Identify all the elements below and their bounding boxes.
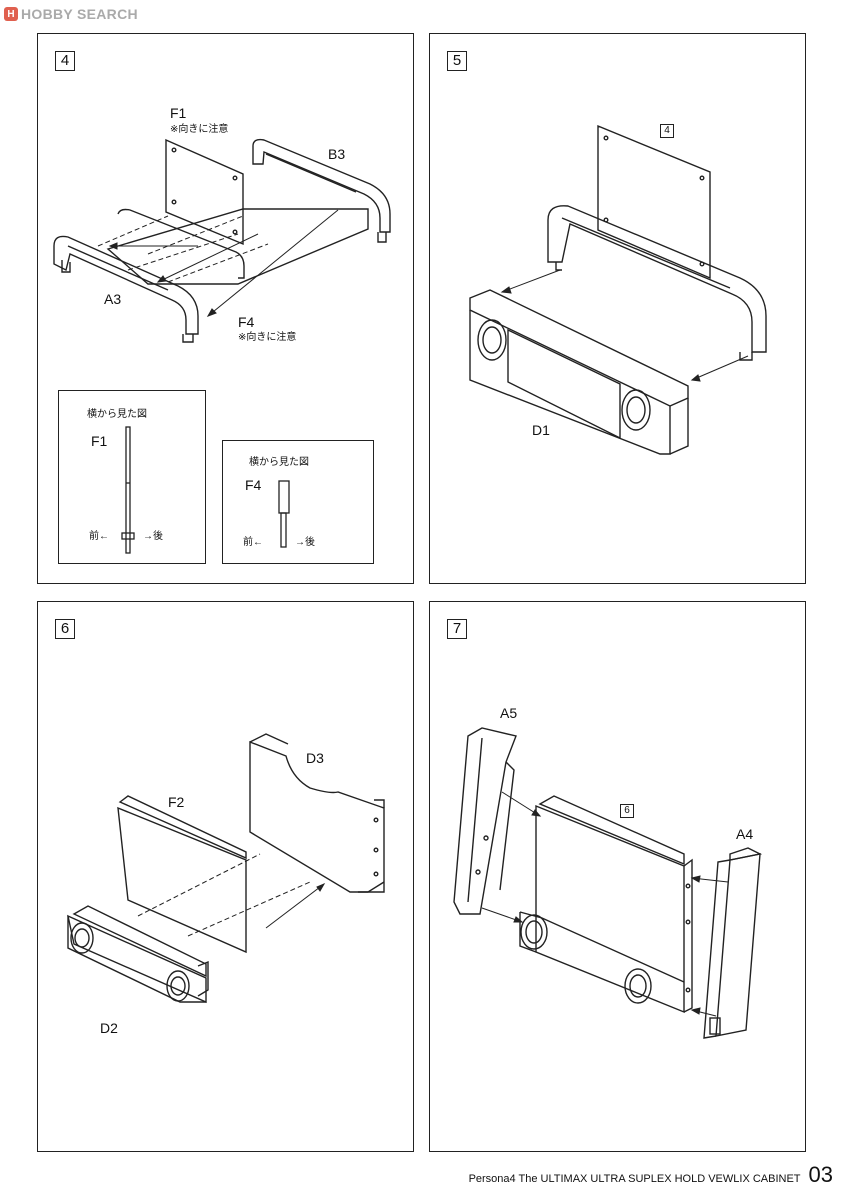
side-view-part: F1	[91, 433, 108, 449]
orientation-note-f4: ※向きに注意	[238, 332, 297, 343]
part-label-a5: A5	[500, 705, 518, 721]
step-reference-badge: 4	[660, 124, 674, 138]
part-label-f4: F4	[238, 314, 255, 330]
side-view-front: 前←	[243, 537, 263, 548]
logo-mark-icon: H	[4, 7, 18, 21]
page-footer: Persona4 The ULTIMAX ULTRA SUPLEX HOLD V…	[469, 1162, 833, 1188]
logo-text: HOBBY SEARCH	[21, 6, 138, 22]
side-view-front: 前←	[89, 531, 109, 542]
f4-profile-drawing	[278, 480, 290, 548]
side-view-f1: 横から見た図 F1 前← →後	[58, 390, 206, 564]
part-label-b3: B3	[328, 146, 346, 162]
side-view-title: 横から見た図	[249, 457, 309, 468]
step-number: 7	[447, 619, 467, 639]
side-view-back: →後	[143, 531, 163, 542]
step-5-illustration	[469, 124, 767, 455]
orientation-note-f1: ※向きに注意	[170, 124, 229, 135]
part-label-f2: F2	[168, 794, 185, 810]
step-4-illustration	[53, 138, 391, 343]
f1-profile-drawing	[121, 426, 135, 554]
part-label-d3: D3	[306, 750, 324, 766]
side-view-f4: 横から見た図 F4 前← →後	[222, 440, 374, 564]
step-7-illustration	[453, 727, 763, 1039]
product-title: Persona4 The ULTIMAX ULTRA SUPLEX HOLD V…	[468, 1173, 801, 1185]
step-number: 6	[55, 619, 75, 639]
side-view-title: 横から見た図	[87, 409, 147, 420]
step-5-panel: 5 4 D1	[429, 33, 806, 584]
step-4-panel: 4 F1 ※	[37, 33, 414, 584]
step-number: 4	[55, 51, 75, 71]
part-label-d1: D1	[532, 422, 550, 438]
step-7-panel: 7	[429, 601, 806, 1152]
page-number: 03	[808, 1162, 833, 1187]
step-number: 5	[447, 51, 467, 71]
part-label-d2: D2	[100, 1020, 118, 1036]
side-view-part: F4	[245, 477, 262, 493]
hobby-search-logo: H HOBBY SEARCH	[4, 4, 138, 24]
step-reference-badge: 6	[620, 804, 634, 818]
part-label-a3: A3	[104, 291, 122, 307]
part-label-a4: A4	[736, 826, 754, 842]
side-view-back: →後	[295, 537, 315, 548]
step-6-panel: 6 F2 D3 D2	[37, 601, 414, 1152]
step-6-illustration	[67, 733, 385, 1004]
part-label-f1: F1	[170, 105, 187, 121]
